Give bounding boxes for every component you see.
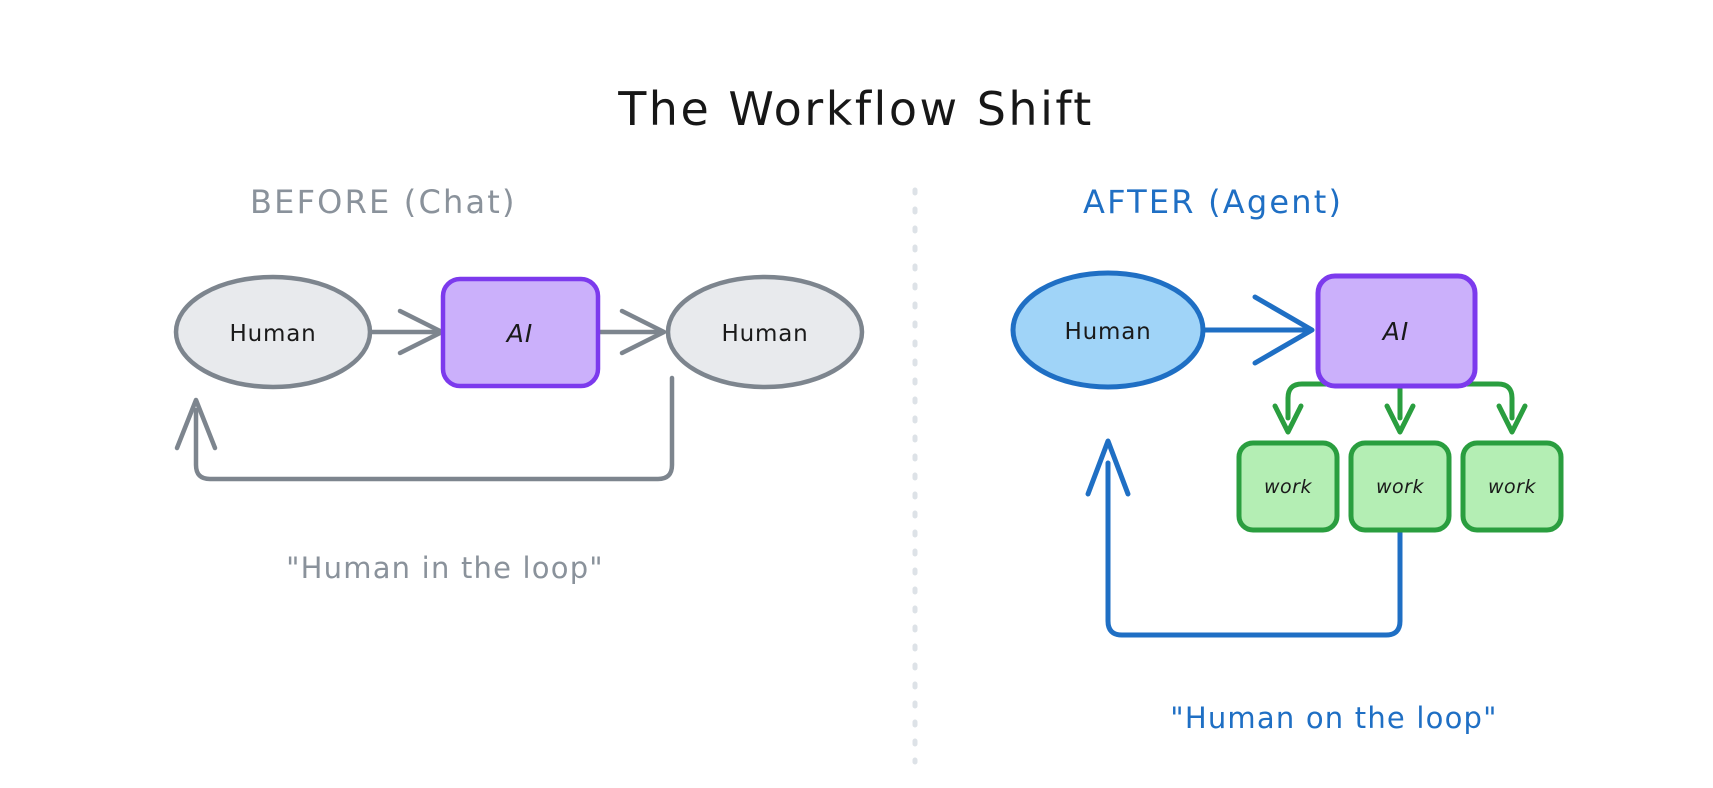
after-panel: AFTER (Agent) — [1010, 183, 1564, 735]
after-node-work-2[interactable]: work — [1348, 440, 1452, 533]
before-node-human-right[interactable]: Human — [665, 274, 865, 390]
before-node-human-left[interactable]: Human — [173, 274, 373, 390]
after-caption: "Human on the loop" — [1170, 701, 1497, 735]
before-caption: "Human in the loop" — [286, 551, 604, 585]
after-edge-human-to-ai — [1200, 294, 1315, 366]
after-node-human-label: Human — [1065, 319, 1152, 345]
before-node-human-left-label: Human — [230, 321, 317, 347]
before-panel: BEFORE (Chat) Human — [173, 183, 865, 585]
before-node-ai[interactable]: AI — [440, 276, 601, 389]
before-edge-ai-to-human — [597, 308, 667, 356]
before-heading: BEFORE (Chat) — [250, 183, 517, 221]
after-node-work-3[interactable]: work — [1460, 440, 1564, 533]
page-title: The Workflow Shift — [617, 82, 1094, 136]
after-edge-ai-to-work-1 — [1272, 381, 1403, 435]
after-edge-ai-to-work-2 — [1384, 381, 1416, 435]
after-node-ai-label: AI — [1381, 317, 1409, 346]
after-node-work-1[interactable]: work — [1236, 440, 1340, 533]
after-node-human[interactable]: Human — [1010, 270, 1206, 390]
after-edge-feedback-loop — [1085, 438, 1403, 638]
before-node-human-right-label: Human — [722, 321, 809, 347]
before-node-ai-label: AI — [505, 319, 533, 348]
after-edge-ai-to-work-3 — [1397, 381, 1528, 435]
after-node-work-2-label: work — [1376, 476, 1424, 498]
after-node-work-1-label: work — [1264, 476, 1312, 498]
after-node-ai[interactable]: AI — [1315, 273, 1478, 389]
before-edge-human-to-ai — [367, 308, 445, 356]
before-edge-feedback-loop — [174, 375, 675, 482]
after-node-work-3-label: work — [1488, 476, 1536, 498]
after-heading: AFTER (Agent) — [1083, 183, 1343, 221]
